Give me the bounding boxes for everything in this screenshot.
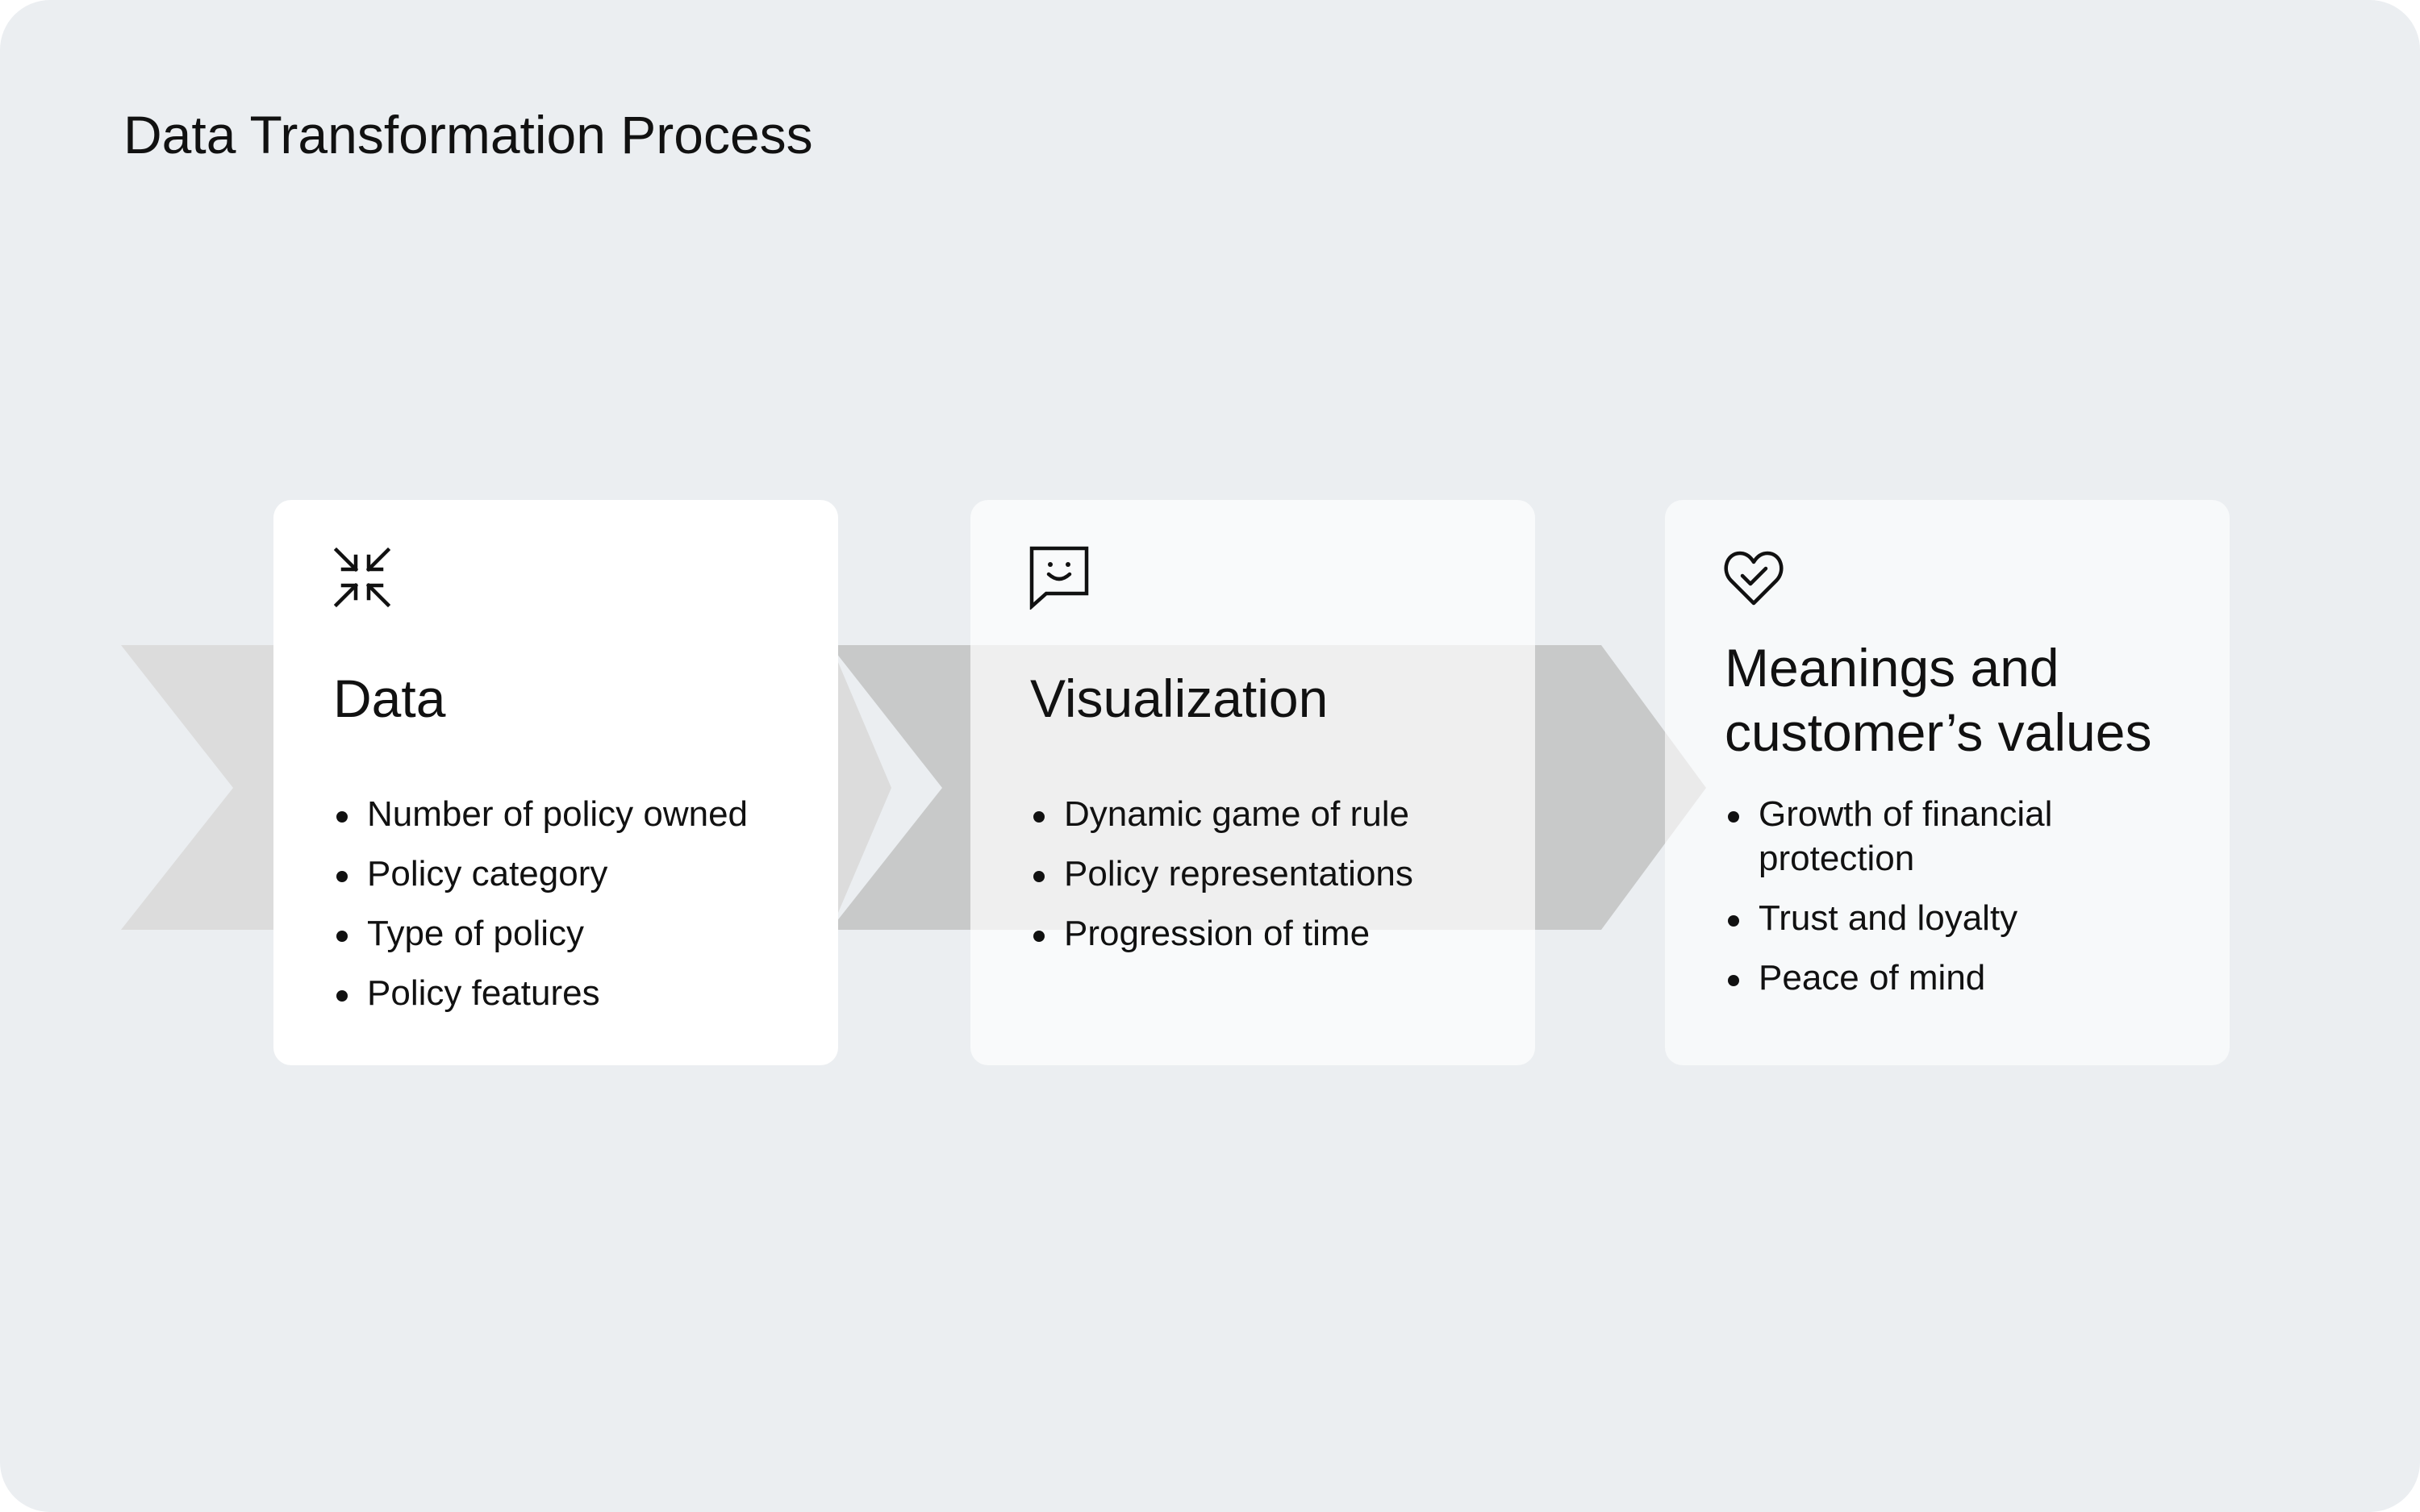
list-item: Peace of mind — [1725, 956, 2197, 1000]
step-card-data: Data Number of policy owned Policy categ… — [273, 500, 838, 1065]
list-item: Number of policy owned — [333, 792, 806, 836]
step-card-meanings: Meanings and customer’s values Growth of… — [1665, 500, 2230, 1065]
list-item: Type of policy — [333, 911, 806, 956]
step-item-list: Dynamic game of rule Policy representati… — [1030, 792, 1503, 971]
compress-arrows-icon — [332, 545, 393, 610]
list-item: Growth of financial protection — [1725, 792, 2197, 881]
step-title: Data — [333, 669, 446, 728]
step-card-visualization: Visualization Dynamic game of rule Polic… — [970, 500, 1535, 1065]
page-title: Data Transformation Process — [123, 105, 813, 165]
step-item-list: Growth of financial protection Trust and… — [1725, 792, 2197, 1015]
list-item: Trust and loyalty — [1725, 896, 2197, 940]
list-item: Policy category — [333, 852, 806, 896]
list-item: Dynamic game of rule — [1030, 792, 1503, 836]
chat-smile-icon — [1028, 545, 1090, 610]
step-title: Visualization — [1030, 669, 1329, 728]
list-item: Policy features — [333, 971, 806, 1015]
step-item-list: Number of policy owned Policy category T… — [333, 792, 806, 1031]
step-title: Meanings and customer’s values — [1725, 638, 2152, 762]
list-item: Progression of time — [1030, 911, 1503, 956]
heart-check-icon — [1723, 545, 1784, 610]
list-item: Policy representations — [1030, 852, 1503, 896]
